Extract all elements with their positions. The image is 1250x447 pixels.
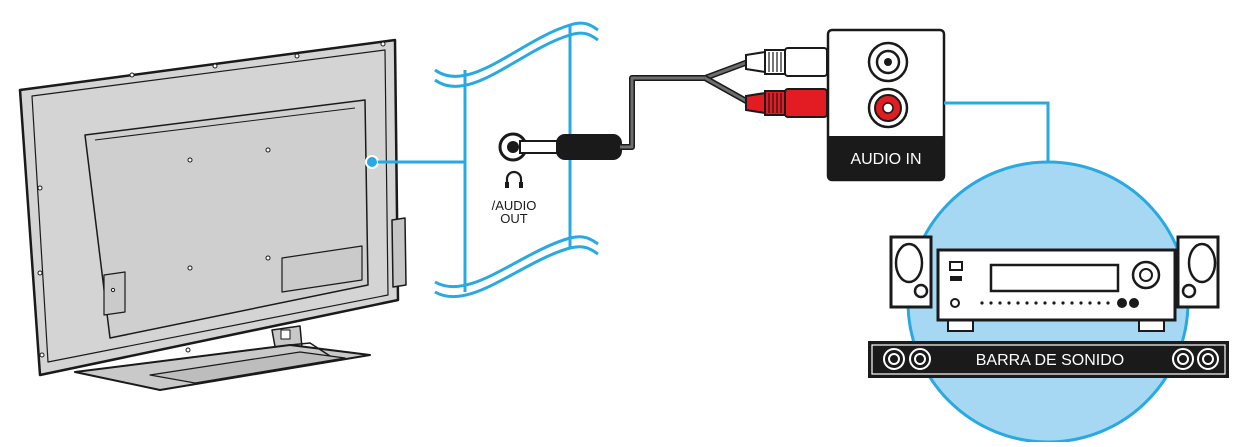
soundbar	[868, 341, 1229, 378]
rca-plug-white	[745, 47, 846, 77]
audio-out-label-line1: /AUDIO	[492, 198, 537, 213]
audio-in-panel	[826, 28, 946, 182]
tv-callout-connector	[365, 155, 465, 169]
soundbar-label: BARRA DE SONIDO	[976, 352, 1124, 369]
headphone-icon	[505, 170, 523, 188]
audio-cable	[519, 59, 750, 160]
audio-in-label: AUDIO IN	[850, 151, 921, 168]
right-speaker	[1176, 235, 1220, 309]
tv-rear-view	[18, 38, 407, 391]
audio-in-callout-connector	[944, 101, 1050, 178]
left-speaker	[889, 235, 933, 309]
audio-out-label-line2: OUT	[500, 211, 528, 226]
av-receiver	[936, 248, 1177, 332]
